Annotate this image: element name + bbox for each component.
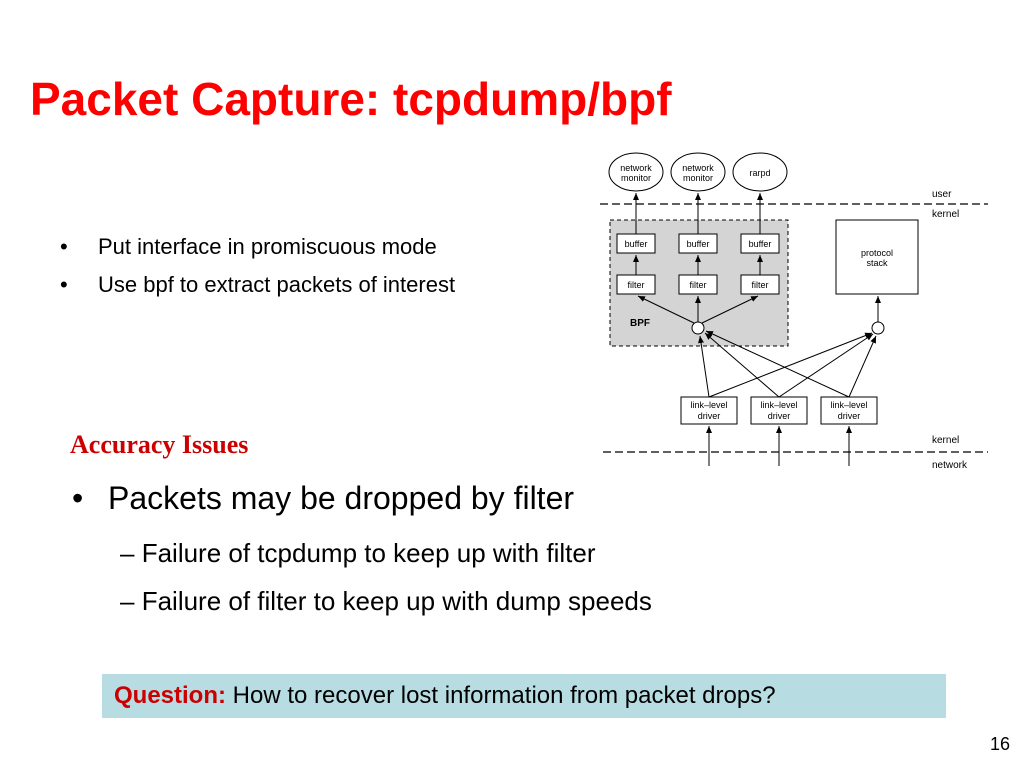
question-line: Question: How to recover lost informatio… <box>114 682 776 710</box>
driver-label: driver <box>698 411 721 421</box>
bullet-item: • Put interface in promiscuous mode <box>60 228 455 266</box>
driver-label: link–level <box>690 400 727 410</box>
bullet-text: Use bpf to extract packets of interest <box>98 272 456 297</box>
filter-label: filter <box>751 280 768 290</box>
bpf-label: BPF <box>630 318 650 329</box>
buffer-label: buffer <box>749 239 772 249</box>
question-text: How to recover lost information from pac… <box>232 682 776 709</box>
network-label: network <box>932 460 968 471</box>
app-network-monitor-2: network monitor <box>670 152 726 192</box>
dash-glyph: – <box>120 538 135 568</box>
sub-bullet: – Failure of filter to keep up with dump… <box>120 586 652 617</box>
app-rarpd: rarpd <box>732 152 788 192</box>
driver-label: driver <box>838 411 861 421</box>
filter-label: filter <box>689 280 706 290</box>
driver-box <box>680 396 738 425</box>
bpf-tap-node <box>691 321 705 335</box>
protocol-stack-box <box>835 219 919 295</box>
user-label: user <box>932 189 952 200</box>
driver-label: link–level <box>760 400 797 410</box>
bpf-architecture-diagram: user kernel kernel network network monit… <box>600 152 988 471</box>
protocol-stack-label: protocol <box>861 248 893 258</box>
kernel-label: kernel <box>932 209 959 220</box>
slide-title: Packet Capture: tcpdump/bpf <box>30 73 672 125</box>
app-label: network <box>682 163 714 173</box>
bullet-glyph: • <box>60 234 68 259</box>
app-label: rarpd <box>749 168 770 178</box>
filter-label: filter <box>627 280 644 290</box>
driver-label: link–level <box>830 400 867 410</box>
sub-bullet-text: Failure of tcpdump to keep up with filte… <box>141 538 596 568</box>
buffer-label: buffer <box>687 239 710 249</box>
protocol-tap-node <box>871 321 885 335</box>
dash-glyph: – <box>120 586 135 616</box>
app-label: monitor <box>621 173 651 183</box>
intro-bullet-list: • Put interface in promiscuous mode • Use … <box>60 228 455 304</box>
driver-label: driver <box>768 411 791 421</box>
main-bullet-text: Packets may be dropped by filter <box>108 480 575 516</box>
driver-box <box>820 396 878 425</box>
buffer-label: buffer <box>625 239 648 249</box>
app-network-monitor-1: network monitor <box>608 152 664 192</box>
app-label: network <box>620 163 652 173</box>
sub-bullet: – Failure of tcpdump to keep up with fil… <box>120 538 595 569</box>
bullet-item: • Use bpf to extract packets of interest <box>60 266 455 304</box>
diagram-arrows <box>633 193 881 466</box>
protocol-stack-label: stack <box>866 258 888 268</box>
kernel-label-lower: kernel <box>932 435 959 446</box>
app-label: monitor <box>683 173 713 183</box>
sub-bullet-text: Failure of filter to keep up with dump s… <box>141 586 652 616</box>
main-bullet: • Packets may be dropped by filter <box>72 480 574 517</box>
page-number: 16 <box>990 734 1011 754</box>
bullet-glyph: • <box>72 480 84 516</box>
bullet-glyph: • <box>60 272 68 297</box>
bullet-text: Put interface in promiscuous mode <box>98 234 437 259</box>
question-box: Question: How to recover lost informatio… <box>102 674 946 718</box>
section-heading: Accuracy Issues <box>70 430 249 459</box>
question-label: Question: <box>114 682 226 709</box>
